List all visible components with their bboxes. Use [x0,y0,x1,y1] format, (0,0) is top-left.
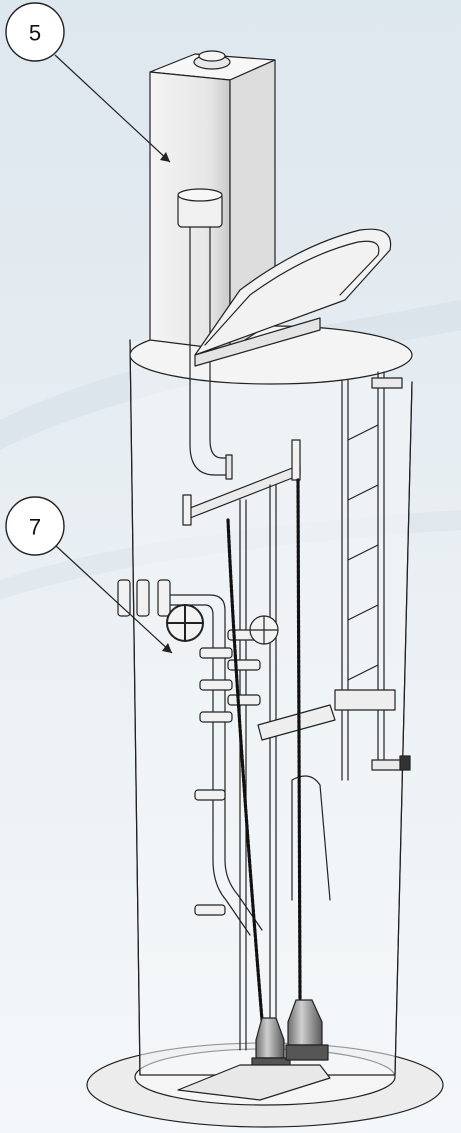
submersible-pump [285,999,329,1061]
leader-line-5 [54,54,171,163]
flange [227,659,261,671]
callout-label-7: 7 [29,515,41,540]
leader-line-7 [54,544,173,654]
discharge-pipe [159,594,263,931]
hatch-lid [194,228,392,356]
valve-handwheel [166,604,279,645]
flange [227,694,261,706]
lifting-chain [226,518,264,1022]
flange [117,579,131,617]
flange [199,711,233,723]
vent-pipe [189,226,229,476]
pump-base [177,1064,331,1101]
flange [199,647,233,659]
flange [157,579,171,617]
callout-5: 5 [5,2,65,62]
float-cable [291,775,331,901]
leader-arrow-5 [160,152,170,162]
platform [257,704,336,741]
callout-label-5: 5 [29,21,41,46]
flange [194,904,226,916]
callout-7: 7 [5,496,65,556]
lifting-chain [296,478,302,1002]
flange [136,579,150,617]
leader-arrow-7 [162,643,172,653]
flange [194,789,226,801]
flange [199,679,233,691]
